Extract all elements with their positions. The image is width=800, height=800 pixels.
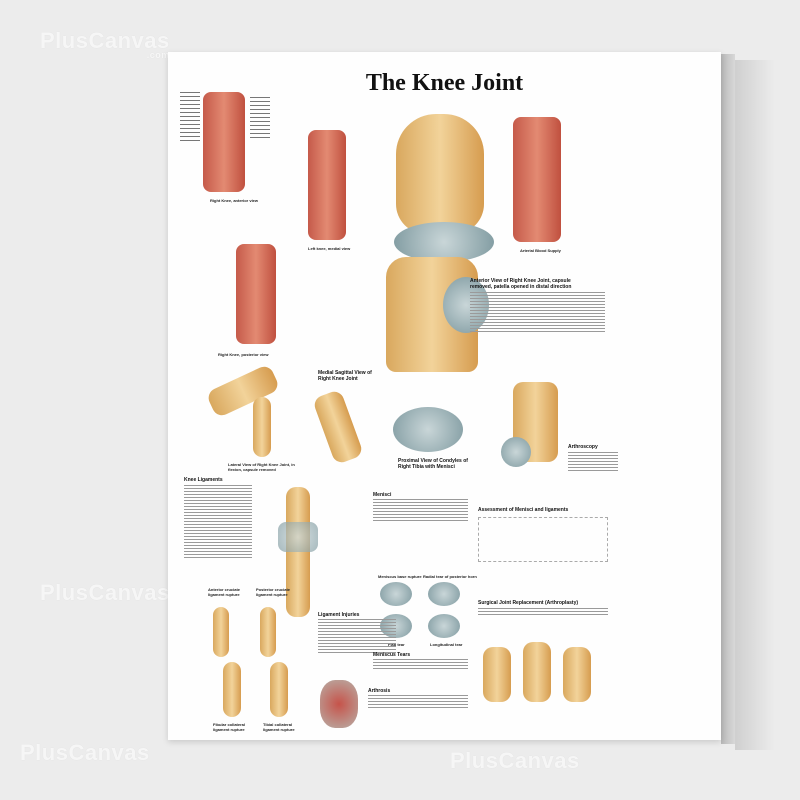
caption: Right Knee, posterior view xyxy=(218,352,269,357)
watermark-text: PlusCanvas xyxy=(40,28,170,53)
section-heading: Anterior View of Right Knee Joint, capsu… xyxy=(470,278,572,290)
caption: Flap tear xyxy=(388,642,405,647)
section-heading: Arthroscopy xyxy=(568,444,598,450)
caption: Proximal View of Condyles of Right Tibia… xyxy=(398,458,468,470)
section-text xyxy=(184,485,252,560)
illustration-femur xyxy=(396,114,484,234)
watermark-domain: .com xyxy=(146,50,170,60)
illustration-lateral-view xyxy=(253,397,271,457)
caption: Right Knee, anterior view xyxy=(210,198,259,203)
illustration-arthroplasty xyxy=(523,642,551,702)
illustration-meniscus-tear xyxy=(428,582,460,606)
illustration-acl-rupture xyxy=(213,607,229,657)
caption: Anterior cruciate ligament rupture xyxy=(208,587,241,597)
caption: Left knee, medial view xyxy=(308,246,351,251)
section-heading: Assessment of Menisci and ligaments xyxy=(478,507,569,513)
illustration-right-knee-posterior xyxy=(236,244,276,344)
caption: Posterior cruciate ligament rupture xyxy=(256,587,291,597)
watermark: PlusCanvas xyxy=(450,748,580,774)
section-text xyxy=(373,499,468,523)
section-text xyxy=(568,452,618,473)
section-heading: Menisci xyxy=(373,492,392,498)
section-heading: Knee Ligaments xyxy=(184,477,223,483)
watermark-text: PlusCanvas xyxy=(20,740,150,765)
illustration-medial-sagittal xyxy=(311,388,365,466)
poster: The Knee Joint Right Knee, anterior view… xyxy=(168,52,721,740)
illustration-tibia-condyles xyxy=(393,407,463,452)
illustration-arthroplasty xyxy=(483,647,511,702)
illustration-right-knee-anterior xyxy=(203,92,245,192)
poster-title: The Knee Joint xyxy=(365,70,524,96)
illustration-arthrosis xyxy=(320,680,358,728)
illustration-meniscus-tear xyxy=(380,582,412,606)
watermark-text: PlusCanvas xyxy=(40,580,170,605)
labels xyxy=(250,97,270,141)
section-text xyxy=(470,292,605,334)
illustration-meniscus xyxy=(394,222,494,262)
caption: Fibular collateral ligament rupture xyxy=(213,722,246,732)
illustration-assessment xyxy=(478,517,608,562)
caption: Meniscus base rupture xyxy=(378,574,422,579)
section-heading: Meniscus Tears xyxy=(373,652,411,658)
caption: Longitudinal tear xyxy=(430,642,463,647)
section-heading: Arthrosis xyxy=(368,688,391,694)
illustration-arthroplasty xyxy=(563,647,591,702)
watermark: PlusCanvas xyxy=(20,740,150,766)
illustration-meniscus-tear xyxy=(428,614,460,638)
section-text xyxy=(373,659,468,671)
watermark: PlusCanvas.com xyxy=(40,28,170,60)
section-heading: Surgical Joint Replacement (Arthroplasty… xyxy=(478,600,579,606)
caption: Lateral View of Right Knee Joint, in fle… xyxy=(228,462,295,472)
illustration-left-knee-medial xyxy=(308,130,346,240)
illustration-fcl-rupture xyxy=(223,662,241,717)
illustration-pcl-rupture xyxy=(260,607,276,657)
caption: Medial Sagittal View of Right Knee Joint xyxy=(318,370,372,382)
section-text xyxy=(478,608,608,617)
illustration-ligament-area xyxy=(278,522,318,552)
watermark-text: PlusCanvas xyxy=(450,748,580,773)
section-heading: Ligament Injuries xyxy=(318,612,360,618)
canvas-edge xyxy=(721,54,735,744)
canvas-shadow xyxy=(735,60,775,750)
illustration-arthroscopy-view xyxy=(501,437,531,467)
illustration-arterial-supply xyxy=(513,117,561,242)
labels xyxy=(180,92,200,144)
watermark: PlusCanvas xyxy=(40,580,170,606)
caption: Arterial Blood Supply xyxy=(520,248,561,253)
illustration-knee-ligaments xyxy=(286,487,310,617)
caption: Tibial collateral ligament rupture xyxy=(263,722,295,732)
illustration-tcl-rupture xyxy=(270,662,288,717)
section-text xyxy=(368,695,468,710)
caption: Radial tear of posterior horn xyxy=(423,574,477,579)
section-text xyxy=(318,619,396,655)
